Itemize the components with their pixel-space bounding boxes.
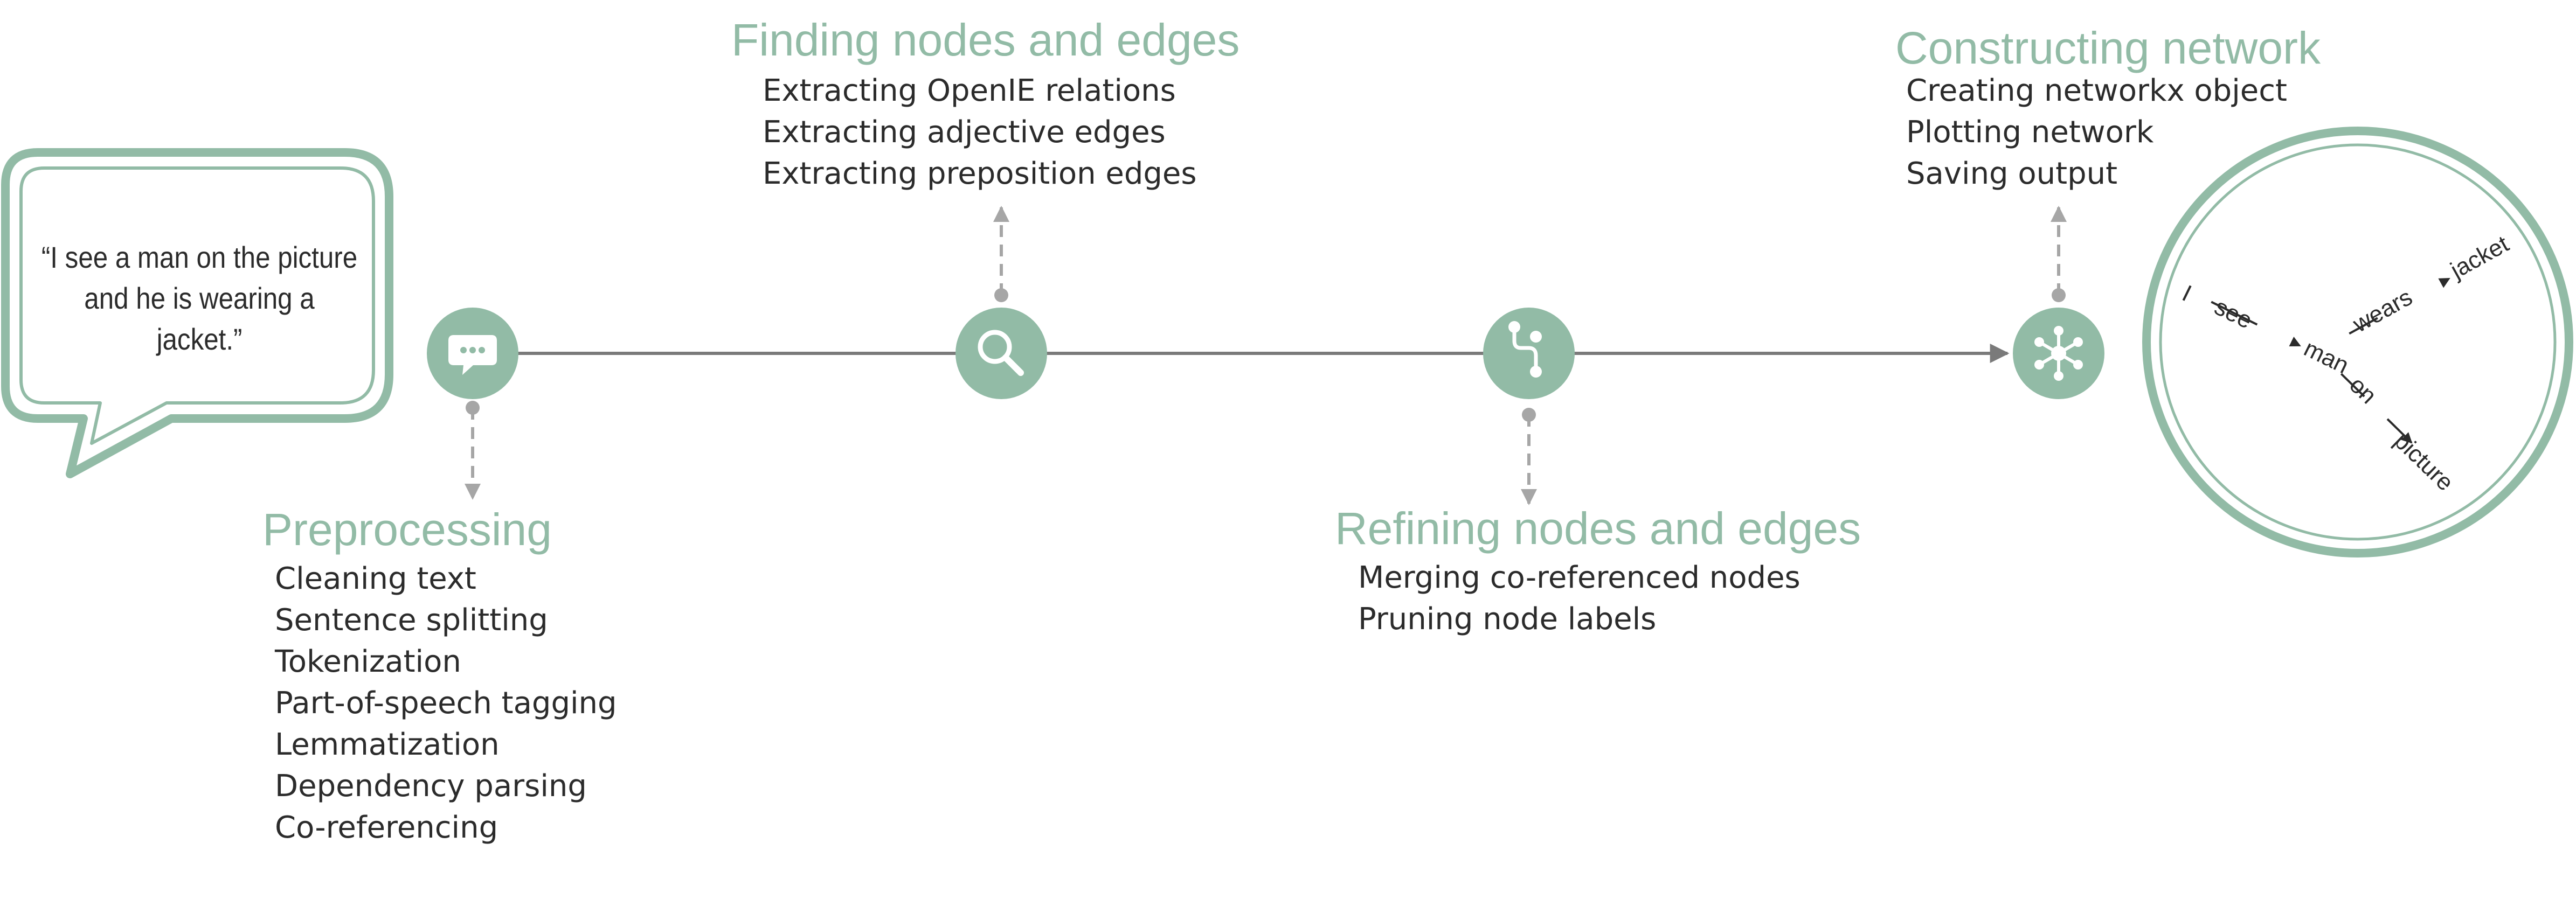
network-edge-wears [2338, 277, 2450, 340]
chat-bubble-icon [427, 308, 518, 399]
list-item: Sentence splitting [275, 603, 548, 638]
list-item: Extracting preposition edges [763, 156, 1197, 191]
list-item: Extracting OpenIE relations [763, 73, 1176, 108]
list-item: Tokenization [275, 644, 461, 679]
speech-bubble [1, 148, 393, 478]
list-item: Cleaning text [275, 561, 476, 596]
list-item: Co-referencing [275, 810, 498, 845]
git-branch-icon [1483, 308, 1575, 399]
stage-title-preprocessing: Preprocessing [262, 504, 552, 555]
hub-network-icon [2013, 308, 2104, 399]
stage-title-finding: Finding nodes and edges [731, 15, 1240, 65]
list-item: Part-of-speech tagging [275, 686, 617, 721]
stage-title-refining: Refining nodes and edges [1335, 503, 1861, 554]
connector-constructing [2051, 206, 2067, 302]
list-item: Pruning node labels [1358, 602, 1657, 637]
stage-title-constructing: Constructing network [1895, 23, 2321, 73]
network-edge-on [2332, 365, 2413, 444]
list-item: Creating networkx object [1906, 73, 2287, 108]
connector-refining [1521, 408, 1537, 505]
network-edge-see [2189, 290, 2301, 347]
stage-list-constructing: Creating networkx object Plotting networ… [1906, 70, 2287, 194]
quote-text: “I see a man on the picture and he is we… [41, 240, 358, 356]
list-item: Saving output [1906, 156, 2118, 191]
list-item: Extracting adjective edges [763, 115, 1166, 150]
stage-list-refining: Merging co-referenced nodes Pruning node… [1358, 557, 1801, 640]
connector-preprocessing [465, 401, 481, 500]
list-item: Lemmatization [275, 727, 500, 762]
magnifier-icon [955, 308, 1047, 399]
connector-finding [993, 206, 1009, 302]
list-item: Plotting network [1906, 115, 2154, 150]
list-item: Dependency parsing [275, 769, 587, 804]
stage-list-preprocessing: Cleaning text Sentence splitting Tokeniz… [275, 558, 617, 848]
stage-list-finding: Extracting OpenIE relations Extracting a… [763, 70, 1197, 194]
network-output: I see man wears jacket on picture [2142, 127, 2573, 557]
list-item: Merging co-referenced nodes [1358, 560, 1801, 595]
